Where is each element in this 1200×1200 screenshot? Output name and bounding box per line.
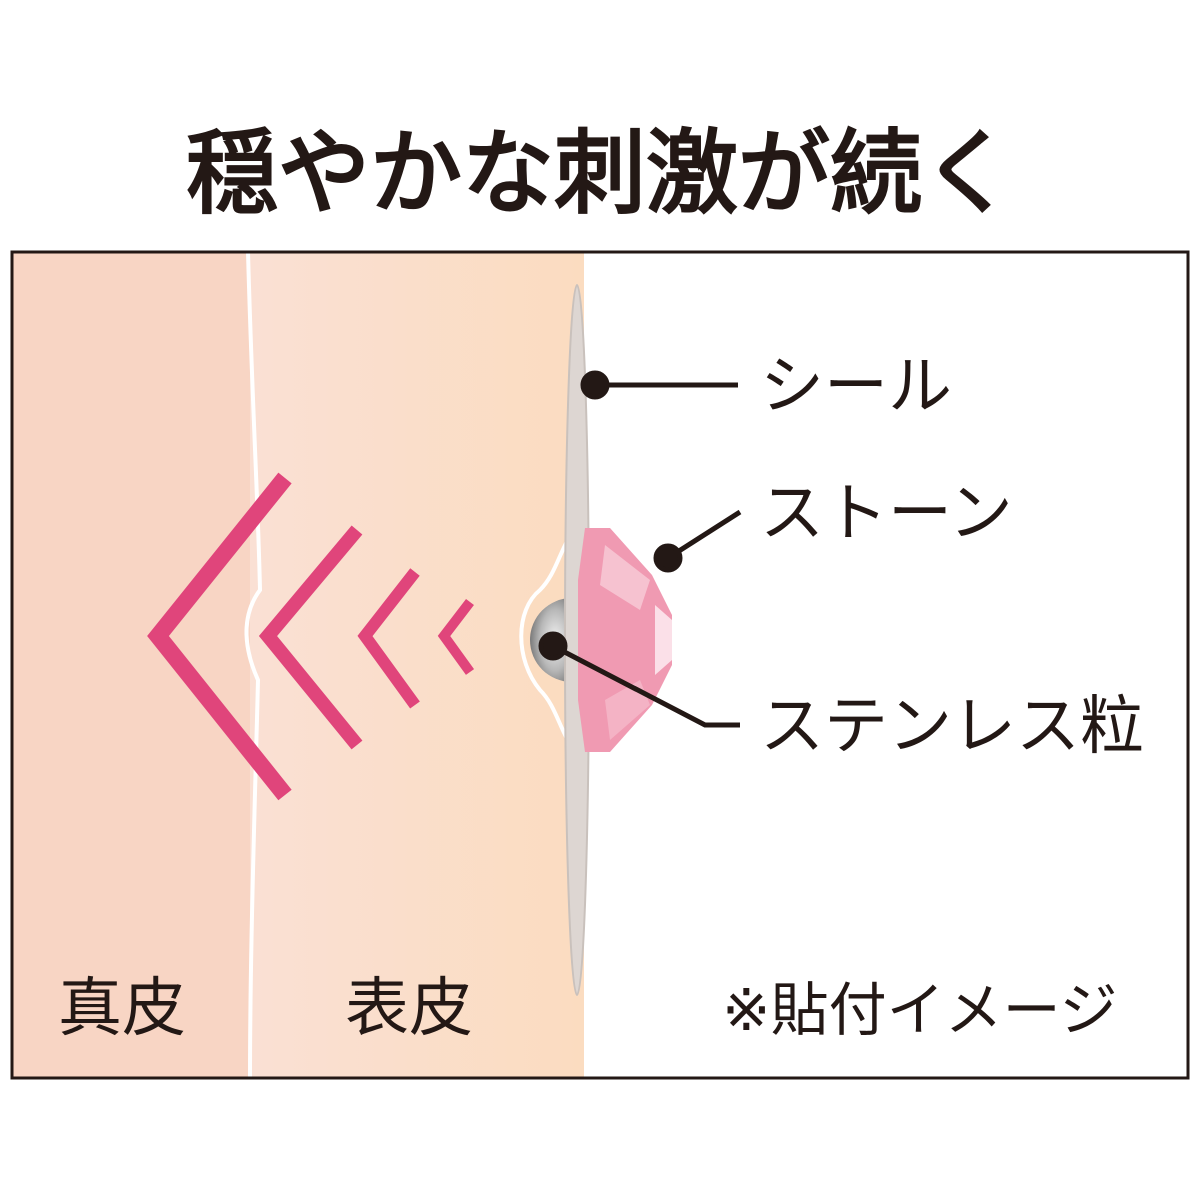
layer-boundary <box>244 251 263 1079</box>
label-epidermis: 表皮 <box>345 972 473 1046</box>
chevron-4 <box>437 598 475 675</box>
label-stone: ストーン <box>760 477 1013 551</box>
label-dermis: 真皮 <box>58 972 186 1046</box>
chevron-2 <box>258 525 363 750</box>
chevron-1 <box>147 472 292 801</box>
stimulus-chevrons <box>147 472 475 801</box>
label-stainless: ステンレス粒 <box>760 690 1144 764</box>
dermis-layer <box>12 252 252 1078</box>
chevron-3 <box>357 568 420 709</box>
label-note: ※貼付イメージ <box>722 976 1117 1044</box>
label-seal: シール <box>760 350 952 424</box>
diagram-frame <box>10 250 1190 1080</box>
leader-lines <box>538 370 742 728</box>
page-title: 穏やかな刺激が続く <box>186 120 1014 227</box>
